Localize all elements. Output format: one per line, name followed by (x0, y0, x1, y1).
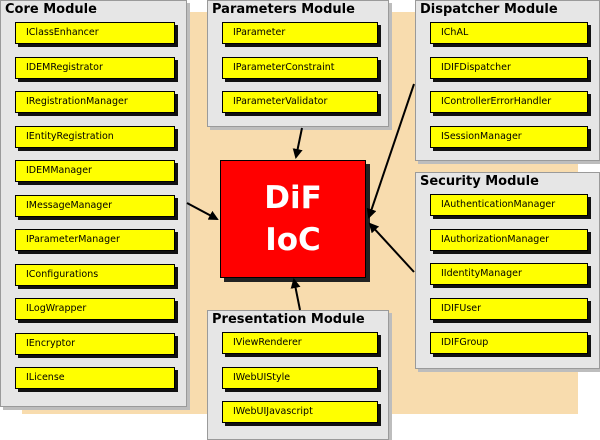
presentation-module: Presentation Module IViewRenderer IWebUI… (207, 310, 389, 440)
security-item-iauthenticationmanager: IAuthenticationManager (430, 194, 588, 216)
presentation-item-iviewrenderer: IViewRenderer (222, 332, 378, 354)
core-module: Core Module IClassEnhancer IDEMRegistrat… (0, 0, 187, 407)
parameters-module-title: Parameters Module (212, 2, 355, 17)
core-module-title: Core Module (5, 2, 97, 17)
core-item-idemmanager: IDEMManager (15, 160, 175, 182)
arrow-core-to-ioc (186, 202, 219, 220)
security-module-title: Security Module (420, 174, 539, 189)
security-item-idifgroup: IDIFGroup (430, 332, 588, 354)
dispatch-item-isessionmanager: ISessionManager (430, 126, 588, 148)
core-item-iclassenhancer: IClassEnhancer (15, 22, 175, 44)
arrow-presentation-to-ioc (290, 278, 301, 311)
core-item-ilicense: ILicense (15, 367, 175, 389)
dispatcher-module: Dispatcher Module IChAL IDIFDispatcher I… (415, 0, 600, 161)
presentation-module-title: Presentation Module (212, 312, 365, 327)
core-item-iregistrationmanager: IRegistrationManager (15, 91, 175, 113)
arrow-parameters-to-ioc (292, 127, 303, 159)
core-item-ientityregistration: IEntityRegistration (15, 126, 175, 148)
presentation-item-iwebuistyle: IWebUIStyle (222, 367, 378, 389)
security-item-iidentitymanager: IIdentityManager (430, 263, 588, 285)
core-item-iparametermanager: IParameterManager (15, 229, 175, 251)
core-item-imessagemanager: IMessageManager (15, 195, 175, 217)
presentation-item-iwebuijavascript: IWebUIJavascript (222, 401, 378, 423)
dispatch-item-icontrollererrorhandler: IControllerErrorHandler (430, 91, 588, 113)
dispatch-item-idifdispatcher: IDIFDispatcher (430, 57, 588, 79)
arrow-dispatcher-to-ioc (366, 83, 415, 219)
parameters-module: Parameters Module IParameter IParameterC… (207, 0, 389, 127)
security-item-idifuser: IDIFUser (430, 298, 588, 320)
dispatcher-module-title: Dispatcher Module (420, 2, 558, 17)
core-item-ilogwrapper: ILogWrapper (15, 298, 175, 320)
dif-ioc-box: DiF IoC (220, 160, 366, 278)
params-item-iparameter: IParameter (222, 22, 378, 44)
ioc-label-line1: DiF (264, 180, 322, 216)
core-item-iconfigurations: IConfigurations (15, 264, 175, 286)
dispatch-item-ichal: IChAL (430, 22, 588, 44)
core-item-idemregistrator: IDEMRegistrator (15, 57, 175, 79)
ioc-label-line2: IoC (265, 222, 321, 258)
core-item-iencryptor: IEncryptor (15, 333, 175, 355)
security-item-iauthorizationmanager: IAuthorizationManager (430, 229, 588, 251)
params-item-iparameterconstraint: IParameterConstraint (222, 57, 378, 79)
params-item-iparametervalidator: IParameterValidator (222, 91, 378, 113)
security-module: Security Module IAuthenticationManager I… (415, 172, 600, 369)
arrow-security-to-ioc (368, 222, 415, 273)
